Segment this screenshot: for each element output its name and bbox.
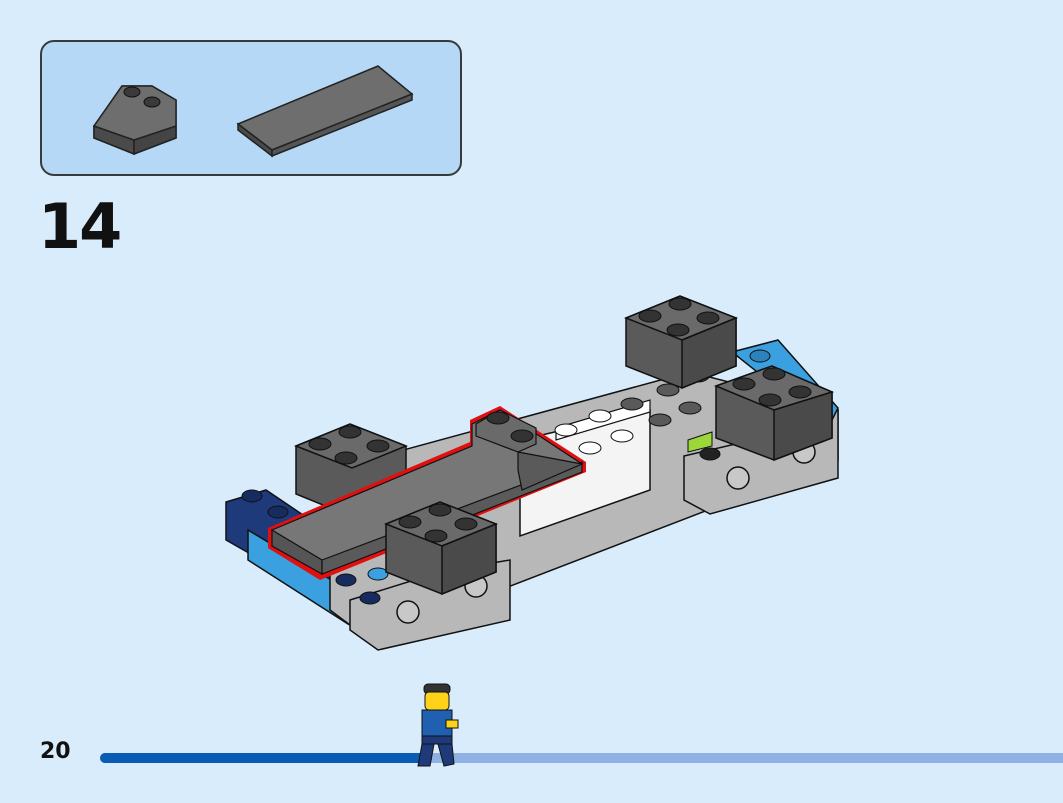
brick-front-right bbox=[713, 365, 835, 462]
page-number: 20 bbox=[40, 739, 71, 764]
minifigure-icon bbox=[417, 683, 459, 767]
brick-front-left bbox=[383, 501, 499, 596]
step-number: 14 bbox=[38, 190, 122, 263]
brick-back-right bbox=[623, 295, 739, 390]
progress-bar bbox=[100, 753, 1063, 763]
parts-callout bbox=[40, 40, 462, 176]
slope-brick-part bbox=[92, 85, 177, 156]
tile-part bbox=[236, 65, 414, 158]
progress-fill bbox=[100, 753, 433, 763]
